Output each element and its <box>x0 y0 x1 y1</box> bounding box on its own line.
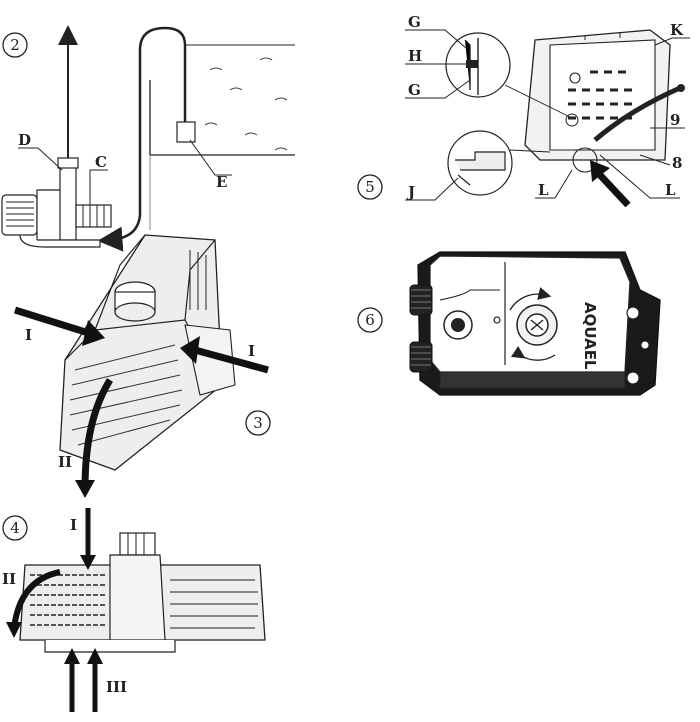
pump-front-grille <box>30 574 105 626</box>
label-i-left: I <box>25 326 32 344</box>
leader-c <box>89 169 108 205</box>
pump-side-ribs <box>170 579 258 629</box>
water-ripples <box>204 57 288 151</box>
figure-5-number-circle <box>357 174 383 200</box>
pump-top-outlet <box>119 532 156 556</box>
label-g-top: G <box>408 13 421 31</box>
label-d: D <box>18 131 31 149</box>
press-arrow <box>597 172 631 208</box>
mount-screw-top <box>626 306 640 320</box>
label-j: J <box>406 183 415 201</box>
filter-cage <box>524 29 685 161</box>
cable <box>593 85 682 142</box>
label-ii: II <box>58 453 72 471</box>
filter-cage-slots <box>568 70 632 120</box>
pump-motor-vents <box>1 194 38 236</box>
figure-4-number-circle <box>2 515 28 541</box>
figure-2: 2 E D C <box>1 25 295 252</box>
label-g-bottom: G <box>408 81 421 99</box>
figure-4-number: 4 <box>10 519 20 537</box>
filter-cage-front <box>549 39 656 151</box>
figure-2-number: 2 <box>10 36 20 54</box>
label-l-left: L <box>538 181 549 199</box>
figure-3: 3 I I II <box>13 234 271 498</box>
knob-arrow-down <box>511 346 556 361</box>
label-l-right: L <box>665 181 676 199</box>
pump-body <box>36 189 63 246</box>
outflow-arrow-side <box>11 569 61 629</box>
detail-leader-bottom <box>509 149 551 153</box>
figure-6: 6 AQUAEL <box>357 251 661 396</box>
float-switch-box <box>176 121 196 143</box>
label-iv-i: I <box>70 516 77 534</box>
figure-5: 5 G H G J L L K <box>357 13 690 208</box>
label-k: K <box>670 21 684 39</box>
label-iv-ii: II <box>2 570 16 588</box>
pump-intake-slots <box>69 344 183 446</box>
hose-tube <box>97 26 187 252</box>
knob-arrow-up <box>509 287 552 311</box>
label-8: 8 <box>672 154 682 172</box>
pump-side-view <box>1 157 112 248</box>
outflow-arrow <box>81 378 113 489</box>
latch-highlight <box>572 147 598 173</box>
pump-base <box>19 234 101 248</box>
label-c: C <box>95 153 107 171</box>
mount-screw-bottom <box>626 371 640 385</box>
label-e: E <box>216 173 227 191</box>
brand-logo: AQUAEL <box>581 302 599 370</box>
label-i-right: I <box>248 342 255 360</box>
pump-inlet-connector <box>75 204 112 228</box>
figure-3-number-circle <box>245 410 271 436</box>
pump-base-foot <box>44 640 176 653</box>
figure-4: 4 I II III <box>2 508 266 712</box>
detail-leader-top <box>504 84 573 119</box>
pump-front-view <box>19 532 266 653</box>
label-9: 9 <box>670 111 680 129</box>
pump-outlet-pipe <box>59 159 77 241</box>
label-iv-iii: III <box>106 678 127 696</box>
tank-wall <box>149 80 295 156</box>
intake-arrow-left <box>13 306 97 339</box>
leader-d <box>18 147 63 171</box>
leader-e <box>189 139 232 176</box>
controller-box: AQUAEL <box>409 251 661 396</box>
label-h: H <box>408 47 422 65</box>
figure-2-number-circle <box>2 32 28 58</box>
figure-6-number: 6 <box>365 311 375 329</box>
figure-6-number-circle <box>357 307 383 333</box>
figure-3-number: 3 <box>253 414 263 432</box>
intake-arrow-right <box>194 346 269 374</box>
figure-5-number: 5 <box>365 178 375 196</box>
